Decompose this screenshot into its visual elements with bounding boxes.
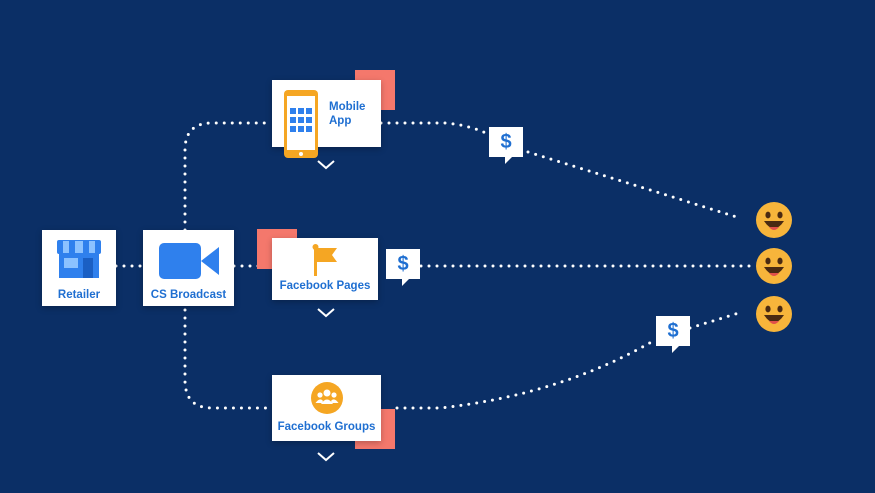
mobile-app-node: Mobile App: [272, 80, 381, 158]
video-camera-icon: [159, 243, 219, 279]
facebook-pages-chevron-down-icon[interactable]: [316, 307, 336, 319]
smiley-face-icon-middle: [756, 248, 792, 284]
dollar-bubble-bottom: $: [656, 316, 690, 353]
smiley-face-icon-top: [756, 202, 792, 238]
cs-broadcast-node: CS Broadcast: [143, 230, 234, 306]
smiley-face-icon-bottom: [756, 296, 792, 332]
retailer-node: Retailer: [42, 230, 116, 306]
dollar-bubble-top: $: [489, 127, 523, 164]
storefront-icon: [57, 240, 101, 278]
flag-icon: [312, 244, 337, 276]
dollar-bubble-middle: $: [386, 249, 420, 286]
mobile-app-chevron-down-icon[interactable]: [316, 159, 336, 171]
group-people-icon: [311, 382, 343, 414]
retailer-label: Retailer: [57, 289, 101, 301]
facebook-pages-label: Facebook Pages: [279, 280, 371, 292]
facebook-groups-label: Facebook Groups: [277, 421, 376, 433]
smartphone-icon: [284, 90, 318, 158]
facebook-groups-node: Facebook Groups: [272, 375, 381, 441]
cs-broadcast-label: CS Broadcast: [150, 289, 227, 301]
mobile-app-label: Mobile App: [329, 101, 366, 127]
facebook-pages-node: Facebook Pages: [272, 238, 378, 300]
facebook-groups-chevron-down-icon[interactable]: [316, 451, 336, 463]
